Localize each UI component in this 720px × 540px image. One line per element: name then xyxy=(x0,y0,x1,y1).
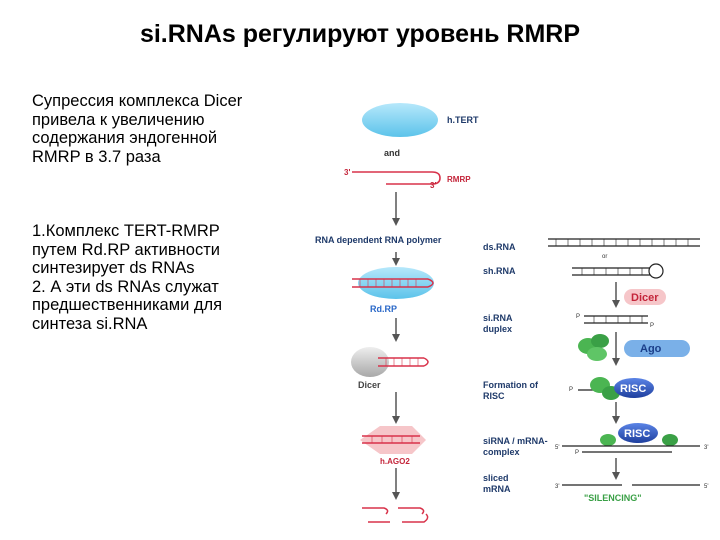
three-prime-label: 3' xyxy=(430,181,436,190)
risc-loaded-schematic xyxy=(578,377,620,400)
and-label: and xyxy=(384,148,400,158)
paragraph-line: Супрессия комплекса Dicer xyxy=(32,92,243,110)
sirna-duplex-shape xyxy=(362,435,420,444)
hago2-label: h.AGO2 xyxy=(380,457,410,466)
shrna-hairpin-schematic xyxy=(572,263,664,279)
sirna-duplex-schematic xyxy=(584,315,648,324)
rdrp-description-label: RNA dependent RNA polymer xyxy=(315,235,442,245)
phosphate-label: P xyxy=(576,314,580,320)
dicer-pill-shape xyxy=(624,289,666,305)
phosphate-label: P xyxy=(569,387,573,393)
cleaved-rna-fragments-shape xyxy=(362,507,429,523)
risc-enzyme-shape xyxy=(618,423,658,443)
three-prime-label: 3' xyxy=(555,484,559,490)
three-prime-label: 3' xyxy=(344,168,350,177)
rmrp-rna-strand xyxy=(352,171,441,185)
rdrp-label: Rd.RP xyxy=(370,304,397,314)
five-prime-label: 5' xyxy=(555,445,559,451)
ago-pill-shape xyxy=(624,340,690,357)
sirna-mrna-complex-label: siRNA / mRNA-complex xyxy=(483,436,548,457)
phosphate-label: P xyxy=(650,323,654,329)
risc-enzyme-shape xyxy=(614,378,654,398)
dicer-pill-label: Dicer xyxy=(631,292,659,304)
shrna-label: sh.RNA xyxy=(483,266,516,276)
page-title: si.RNAs регулируют уровень RMRP xyxy=(139,20,581,48)
risc-label: RISC xyxy=(620,383,646,395)
paragraph-line: 1.Комплекс TERT-RMRP xyxy=(32,222,220,240)
ago2-protein-shape xyxy=(360,426,426,454)
ago-protein-shape xyxy=(578,334,609,361)
paragraph-line: 2. А эти ds RNAs служат xyxy=(32,277,219,296)
risc-label: RISC xyxy=(624,428,650,440)
paragraph-line: синтеза si.RNA xyxy=(32,314,148,333)
five-prime-label: 5' xyxy=(704,484,708,490)
three-prime-label: 3' xyxy=(704,445,708,451)
paragraph-line: содержания эндогенной xyxy=(32,129,218,147)
dsrna-label: ds.RNA xyxy=(483,242,516,252)
paragraph-line: предшественниками для xyxy=(32,296,223,314)
htert-protein-shape xyxy=(362,103,438,137)
rdrp-protein-shape xyxy=(358,267,434,299)
or-label: or xyxy=(602,254,607,260)
ago-pill-label: Ago xyxy=(640,343,662,355)
paragraph-line: синтезирует ds RNAs xyxy=(32,259,195,277)
paragraph-mechanism: 1.Комплекс TERT-RMRP путем Rd.RP активно… xyxy=(32,222,292,333)
dicer-label: Dicer xyxy=(358,380,381,390)
silencing-label: "SILENCING" xyxy=(584,493,642,503)
rmrp-label: RMRP xyxy=(447,175,471,184)
hairpin-rna-shape xyxy=(378,357,429,367)
dsrna-schematic xyxy=(548,238,700,247)
htert-label: h.TERT xyxy=(447,115,479,125)
paragraph-line: путем Rd.RP активности xyxy=(32,240,220,259)
phosphate-label: P xyxy=(575,450,579,456)
paragraph-line: привела к увеличению xyxy=(32,110,205,129)
paragraph-dicer-suppression: Супрессия комплекса Dicer привела к увел… xyxy=(32,92,292,166)
risc-ago-shape xyxy=(600,434,678,446)
paragraph-line: RMRP в 3.7 раза xyxy=(32,147,161,166)
mrna-target-schematic xyxy=(562,445,700,453)
dicer-enzyme-shape xyxy=(351,347,389,377)
double-stranded-rna-shape xyxy=(352,278,434,288)
